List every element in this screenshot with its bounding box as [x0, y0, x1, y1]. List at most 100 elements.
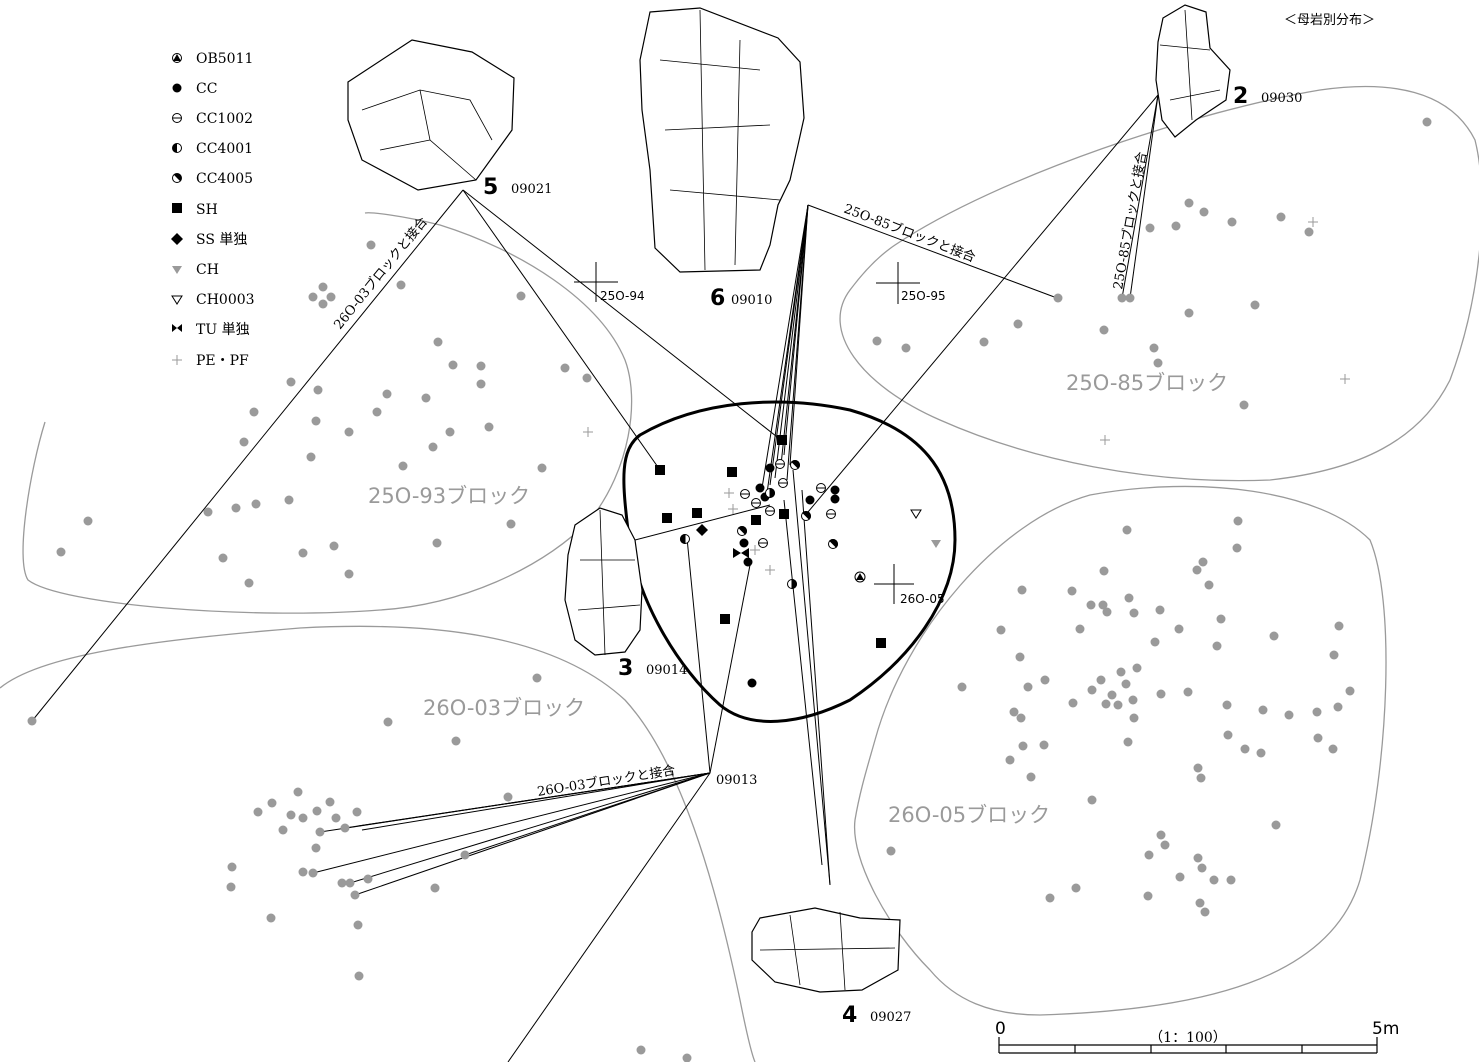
- block-outline-25O-85: [839, 85, 1479, 482]
- artifact-5-drawing: [347, 39, 515, 191]
- artifact-point: [1116, 667, 1126, 677]
- artifact-point: [1209, 875, 1219, 885]
- legend-label: SS 単独: [196, 232, 247, 248]
- central-symbols: [655, 435, 941, 688]
- artifact-point: [476, 379, 486, 389]
- artifact-point: [298, 867, 308, 877]
- artifact-point: [1193, 853, 1203, 863]
- artifact-point: [433, 337, 443, 347]
- artifact-point: [1193, 763, 1203, 773]
- cc-dot: [747, 678, 757, 688]
- sh-square: [692, 508, 702, 518]
- legend-label: CC1002: [196, 111, 253, 127]
- cc1002-marker: [751, 498, 761, 508]
- artifact-point: [1113, 700, 1123, 710]
- artifact-point: [1145, 223, 1155, 233]
- cc-dot: [739, 538, 749, 548]
- artifact-point: [286, 377, 296, 387]
- artifact-point: [315, 827, 325, 837]
- legend: OB5011 CC CC1002 CC4001 CC4005 SH SS 単独 …: [171, 51, 255, 369]
- artifact-point: [1124, 593, 1134, 603]
- artifact-point: [350, 890, 360, 900]
- plus-marker: [750, 545, 760, 555]
- artifact-point: [1240, 744, 1250, 754]
- cc-dot: [743, 557, 753, 567]
- circle-minus-icon: [172, 113, 182, 123]
- refit-label-25O-85-b: 25O-85ブロックと接合: [1110, 150, 1150, 290]
- artifact-point: [383, 717, 393, 727]
- artifact-point: [582, 373, 592, 383]
- artifact-point: [354, 971, 364, 981]
- artifact-point: [1071, 883, 1081, 893]
- artifact-6-drawing: [639, 7, 805, 273]
- artifact-point: [27, 716, 37, 726]
- artifact-point: [1016, 713, 1026, 723]
- sh-square: [876, 638, 886, 648]
- artifact-point: [1023, 682, 1033, 692]
- artifact-point: [353, 920, 363, 930]
- artifact-point: [1128, 695, 1138, 705]
- artifact-point: [352, 807, 362, 817]
- artifact-point: [396, 280, 406, 290]
- artifact-point: [1239, 400, 1249, 410]
- cc1002-marker: [758, 538, 768, 548]
- legend-label: SH: [196, 202, 218, 218]
- cc-dot: [830, 485, 840, 495]
- plus-marker: [1340, 374, 1350, 384]
- artifact-point: [1156, 830, 1166, 840]
- artifact-point: [1099, 325, 1109, 335]
- artifact-point: [308, 292, 318, 302]
- artifact-point: [1329, 650, 1339, 660]
- artifact-point: [428, 442, 438, 452]
- artifact-point: [1312, 707, 1322, 717]
- artifact-point: [313, 385, 323, 395]
- cc1002-marker: [775, 459, 785, 469]
- artifact-3-drawing: [564, 507, 643, 656]
- point-09013-label: 09013: [716, 773, 757, 788]
- artifact-point: [1328, 744, 1338, 754]
- plus-marker: [583, 427, 593, 437]
- cc1002-marker: [740, 489, 750, 499]
- artifact-point: [244, 578, 254, 588]
- filled-diamond-icon: [171, 233, 183, 245]
- artifact-point: [1199, 207, 1209, 217]
- artifact-point: [1171, 221, 1181, 231]
- artifact-point: [1018, 741, 1028, 751]
- artifact-point: [253, 807, 263, 817]
- artifact-point: [203, 507, 213, 517]
- artifact-point: [1345, 686, 1355, 696]
- artifact-point: [430, 883, 440, 893]
- sh-square: [655, 465, 665, 475]
- legend-label: CH0003: [196, 292, 255, 308]
- scale-ratio-label: （1：100）: [1149, 1030, 1227, 1046]
- artifact-point: [286, 810, 296, 820]
- cc1002-marker: [826, 509, 836, 519]
- artifact-point: [1096, 675, 1106, 685]
- artifact-point: [1184, 308, 1194, 318]
- artifact-code: 09014: [646, 663, 687, 678]
- artifact-number: 2: [1233, 84, 1248, 109]
- artifact-point: [1197, 863, 1207, 873]
- artifact-point: [901, 343, 911, 353]
- artifact-point: [337, 878, 347, 888]
- artifact-point: [1333, 702, 1343, 712]
- artifact-number: 4: [842, 1003, 857, 1028]
- artifact-point: [1155, 605, 1165, 615]
- circle-triangle-icon: [172, 53, 182, 63]
- scale-max-label: 5m: [1372, 1019, 1399, 1039]
- plus-marker: [724, 488, 734, 498]
- artifact-code: 09027: [870, 1010, 911, 1025]
- cc4001-marker: [765, 487, 775, 499]
- artifact-point: [1200, 907, 1210, 917]
- artifact-point: [1212, 641, 1222, 651]
- artifact-point: [382, 389, 392, 399]
- grid-label-25O-94: 25O-94: [600, 289, 645, 303]
- artifact-point: [345, 878, 355, 888]
- cc4005-marker: [828, 538, 839, 549]
- artifact-point: [1233, 516, 1243, 526]
- artifact-point: [266, 913, 276, 923]
- half-circle-icon: [172, 143, 182, 153]
- diagonal-half-circle-icon: [172, 173, 182, 183]
- ch-gray-triangle: [931, 540, 941, 548]
- artifact-point: [311, 843, 321, 853]
